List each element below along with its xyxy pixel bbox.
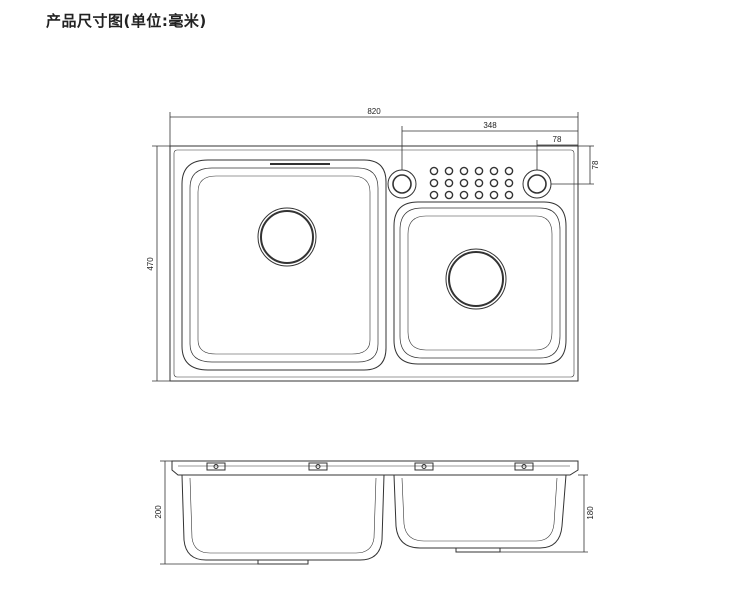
mounting-clip (206, 462, 226, 471)
drain-hole (459, 166, 469, 176)
drain-hole-grid (429, 166, 514, 200)
drain-hole (474, 166, 484, 176)
dim-total-height: 200 (154, 505, 163, 519)
top-view (169, 145, 579, 382)
drain-hole (459, 178, 469, 188)
dim-overall-depth: 470 (146, 257, 155, 271)
drain-hole (459, 190, 469, 200)
mounting-clips (206, 462, 534, 471)
dim-right-width: 348 (483, 121, 497, 130)
dim-corner-offset-h: 78 (553, 135, 562, 144)
drain-hole (474, 178, 484, 188)
drain-hole (489, 166, 499, 176)
faucet-hole-left (387, 169, 417, 199)
dim-overall-width: 820 (367, 107, 381, 116)
drain-hole (429, 178, 439, 188)
drain-hole (444, 166, 454, 176)
drain-hole (504, 178, 514, 188)
page-title: 产品尺寸图(单位:毫米) (46, 12, 207, 30)
left-bowl-profile (181, 474, 385, 561)
drain-hole (504, 190, 514, 200)
drain-hole (429, 166, 439, 176)
faucet-hole-right (522, 169, 552, 199)
side-dimension-lines (160, 460, 588, 565)
drain-hole (489, 178, 499, 188)
mounting-clip (414, 462, 434, 471)
mounting-clip (514, 462, 534, 471)
drain-hole (489, 190, 499, 200)
left-drain (257, 207, 317, 267)
drain-hole (444, 190, 454, 200)
drain-hole (504, 166, 514, 176)
dim-corner-offset-v: 78 (591, 160, 600, 169)
right-drain (445, 248, 507, 310)
sink-outline (169, 145, 579, 382)
drain-hole (444, 178, 454, 188)
dim-bowl-height: 180 (586, 506, 595, 520)
right-bowl-profile (393, 474, 567, 549)
drain-hole (429, 190, 439, 200)
dimension-lines (152, 112, 594, 382)
mounting-clip (308, 462, 328, 471)
side-view (171, 460, 579, 565)
right-bowl (393, 201, 567, 365)
drain-hole (474, 190, 484, 200)
left-bowl (181, 159, 387, 371)
